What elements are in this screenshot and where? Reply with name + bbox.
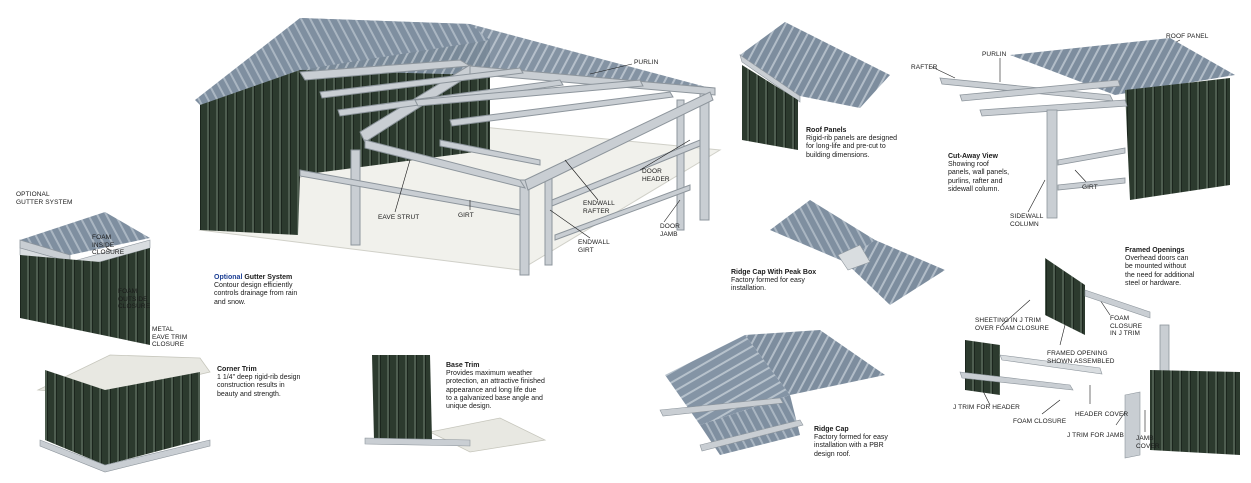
- caption-corner-trim-body: 1 1/4" deep rigid-rib design constructio…: [217, 374, 301, 398]
- caption-base-trim-title: Base Trim: [446, 362, 480, 369]
- label-metal-eave-trim-closure: METAL EAVE TRIM CLOSURE: [152, 326, 188, 348]
- label-girt: GIRT: [458, 212, 474, 219]
- label-foam-outside-closure: FOAM OUTSIDE CLOSURE: [118, 288, 151, 310]
- gutter-detail: [19, 212, 151, 345]
- caption-ridge-cap-peak-box-body: Factory formed for easy installation.: [731, 277, 805, 293]
- label-sheeting-in-j-trim: SHEETING IN J TRIM OVER FOAM CLOSURE: [975, 317, 1049, 332]
- caption-ridge-cap: Ridge Cap Factory formed for easy instal…: [814, 426, 934, 459]
- caption-roof-panels-title: Roof Panels: [806, 127, 847, 134]
- caption-roof-panels: Roof Panels Rigid-rib panels are designe…: [806, 127, 936, 160]
- ridge-peak-box-detail: [770, 200, 945, 305]
- endwall-panels: [200, 70, 300, 235]
- label-purlin: PURLIN: [634, 59, 659, 66]
- caption-corner-trim-title: Corner Trim: [217, 366, 257, 373]
- label-endwall-rafter: ENDWALL RAFTER: [583, 200, 615, 215]
- caption-cut-away-body: Showing roof panels, wall panels, purlin…: [948, 161, 1010, 193]
- caption-framed-openings: Framed Openings Overhead doors can be mo…: [1125, 247, 1240, 288]
- label-foam-closure: FOAM CLOSURE: [1013, 418, 1067, 425]
- cutaway-detail: [939, 38, 1235, 219]
- label-purlin-cutaway: PURLIN: [982, 51, 1007, 58]
- label-foam-inside-closure: FOAM INSIDE CLOSURE: [92, 234, 125, 256]
- label-header-cover: HEADER COVER: [1075, 411, 1129, 418]
- label-sidewall-column: SIDEWALL COLUMN: [1010, 213, 1044, 228]
- label-rafter: RAFTER: [911, 64, 938, 71]
- roof-panels-detail: [739, 22, 890, 150]
- label-roof-panel: ROOF PANEL: [1166, 33, 1209, 40]
- framed-openings-detail: [959, 258, 1240, 459]
- label-framed-opening-assembled: FRAMED OPENING SHOWN ASSEMBLED: [1047, 350, 1115, 365]
- caption-ridge-cap-title: Ridge Cap: [814, 426, 849, 433]
- caption-framed-openings-title: Framed Openings: [1125, 247, 1185, 254]
- caption-cut-away-view: Cut-Away View Showing roof panels, wall …: [948, 153, 1058, 194]
- label-girt-cutaway: GIRT: [1082, 184, 1098, 191]
- label-jamb-cover: JAMB COVER: [1136, 435, 1160, 450]
- corner-trim-detail: [36, 354, 211, 473]
- label-eave-strut: EAVE STRUT: [378, 214, 420, 221]
- caption-gutter-system: Optional Gutter System Contour design ef…: [214, 274, 344, 307]
- label-endwall-girt: ENDWALL GIRT: [578, 239, 610, 254]
- caption-base-trim: Base Trim Provides maximum weather prote…: [446, 362, 586, 411]
- caption-framed-openings-body: Overhead doors can be mounted without th…: [1125, 255, 1195, 287]
- caption-gutter-title-highlight: Optional: [214, 274, 243, 281]
- label-optional-gutter-system: OPTIONAL GUTTER SYSTEM: [16, 191, 73, 206]
- caption-gutter-title: Gutter System: [242, 274, 293, 281]
- label-door-jamb: DOOR JAMB: [660, 223, 680, 238]
- label-foam-closure-in-j-trim: FOAM CLOSURE IN J TRIM: [1110, 315, 1143, 337]
- base-trim-detail: [364, 355, 547, 453]
- caption-roof-panels-body: Rigid-rib panels are designed for long-l…: [806, 135, 898, 159]
- caption-base-trim-body: Provides maximum weather protection, an …: [446, 370, 545, 411]
- ridge-cap-detail: [659, 330, 885, 455]
- roof-panels: [195, 18, 300, 105]
- caption-ridge-cap-body: Factory formed for easy installation wit…: [814, 434, 888, 458]
- caption-ridge-cap-peak-box-title: Ridge Cap With Peak Box: [731, 269, 817, 276]
- caption-corner-trim: Corner Trim 1 1/4" deep rigid-rib design…: [217, 366, 347, 399]
- caption-ridge-cap-peak-box: Ridge Cap With Peak Box Factory formed f…: [731, 269, 851, 294]
- main-building-frame: [195, 18, 722, 276]
- caption-cut-away-title: Cut-Away View: [948, 153, 998, 160]
- label-j-trim-for-jamb: J TRIM FOR JAMB: [1067, 432, 1124, 439]
- label-door-header: DOOR HEADER: [642, 168, 670, 183]
- label-j-trim-for-header: J TRIM FOR HEADER: [953, 404, 1020, 411]
- caption-gutter-body: Contour design efficiently controls drai…: [214, 282, 298, 306]
